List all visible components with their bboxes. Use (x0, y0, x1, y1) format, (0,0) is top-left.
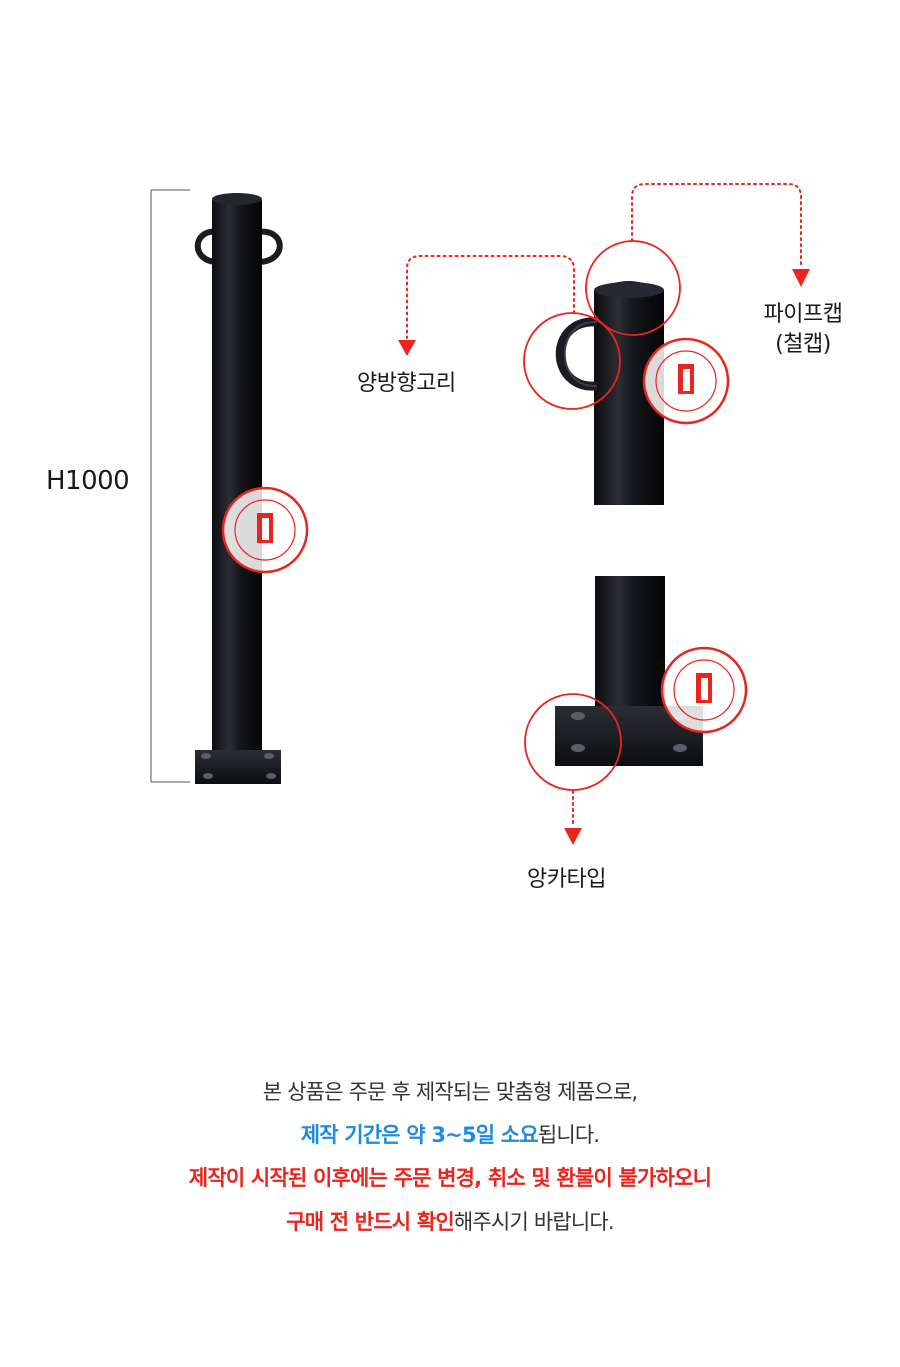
hook-highlight-circle (523, 312, 621, 410)
notice-line-2: 제작 기간은 약 3~5일 소요됩니다. (0, 1119, 900, 1149)
base-arrow-icon (564, 828, 582, 845)
bollard-full-view (194, 193, 283, 784)
notice-line-4-rest: 해주시기 바랍니다. (453, 1210, 615, 1234)
watermark-stamp (642, 337, 730, 425)
cap-label-line2: (철캡) (775, 332, 831, 357)
notice-line-4: 구매 전 반드시 확인해주시기 바랍니다. (0, 1206, 900, 1236)
notice-line-2-rest: 됩니다. (537, 1123, 600, 1147)
notice-line-1: 본 상품은 주문 후 제작되는 맞춤형 제품으로, (262, 1080, 638, 1104)
cap-leader-line (631, 183, 802, 267)
cap-label-line1: 파이프캡 (763, 302, 843, 327)
hook-arrow-icon (398, 340, 416, 356)
dimension-bracket (150, 189, 190, 783)
notice-period-highlight: 제작 기간은 약 3~5일 소요 (300, 1123, 539, 1147)
hook-label: 양방향고리 (357, 371, 456, 396)
hook-leader-line (406, 255, 575, 339)
base-label: 앙카타입 (527, 867, 606, 892)
notice-confirm-highlight: 구매 전 반드시 확인 (286, 1210, 455, 1234)
cap-arrow-icon (792, 269, 810, 287)
dimension-label: H1000 (46, 466, 130, 496)
notice-line-3: 제작이 시작된 이후에는 주문 변경, 취소 및 환불이 불가하오니 (188, 1166, 712, 1190)
watermark-stamp (660, 646, 748, 734)
watermark-stamp (221, 486, 309, 574)
